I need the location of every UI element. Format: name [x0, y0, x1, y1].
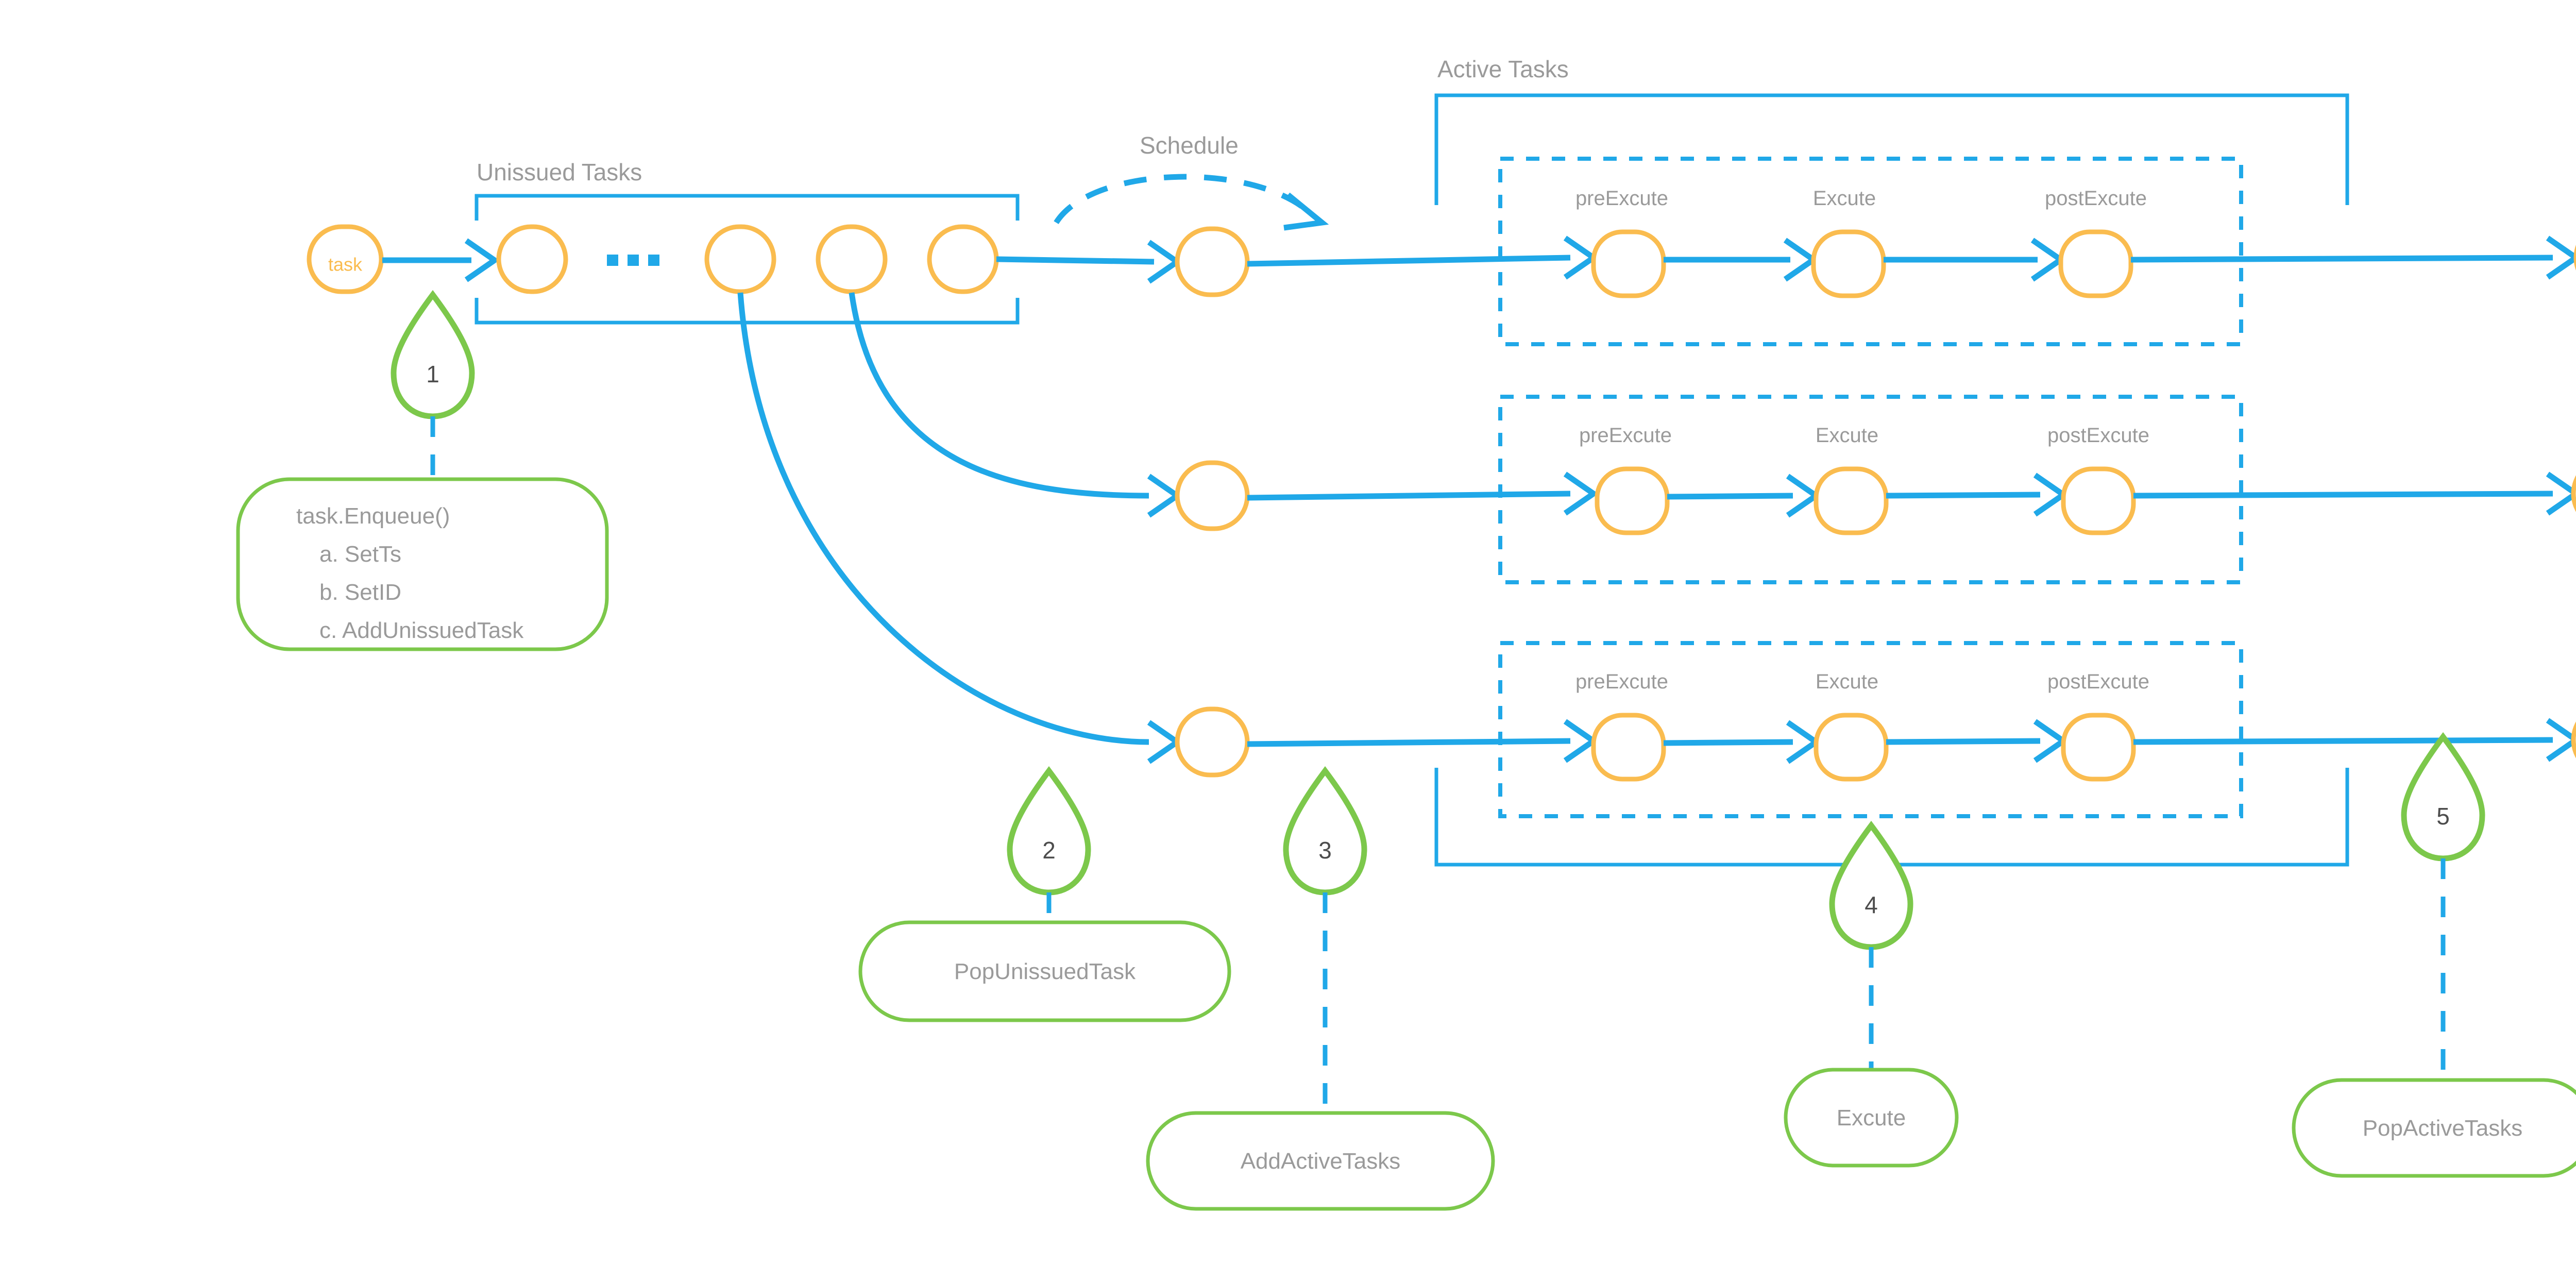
- row-2-pre-label: preExcute: [1579, 424, 1672, 447]
- row-2-exec-label: Excute: [1816, 424, 1878, 447]
- marker-2: 2: [1007, 766, 1091, 947]
- marker-1: 1: [391, 290, 475, 479]
- marker-4-number: 4: [1865, 891, 1878, 918]
- schedule-arc: [1054, 174, 1329, 231]
- row-3-exec-node: [1814, 713, 1889, 782]
- row-1-pre-label: preExcute: [1575, 187, 1668, 210]
- row-2-stage-box: [1498, 395, 2243, 584]
- row-3-done-node: [2571, 721, 2576, 758]
- row-2-flow: [849, 292, 1599, 531]
- row-2-pre-node: [1595, 466, 1670, 535]
- row-3-post-node: [2061, 713, 2136, 782]
- unissued-node-3: [816, 224, 888, 294]
- row-1-stages: preExcute Excute postExcute: [1575, 187, 2576, 298]
- unissued-ellipsis: [607, 255, 659, 266]
- source-task-node: task: [307, 224, 384, 294]
- callout-enqueue: task.Enqueue() a. SetTs b. SetID c. AddU…: [236, 477, 609, 651]
- source-task-label: task: [328, 254, 363, 275]
- callout-enqueue-step-c: c. AddUnissuedTask: [319, 618, 524, 643]
- row-3-stage-box: [1498, 641, 2243, 818]
- active-tasks-label: Active Tasks: [1437, 56, 1569, 82]
- row-1-exec-label: Excute: [1813, 187, 1876, 210]
- row-1-exec-node: [1811, 229, 1886, 298]
- schedule-label: Schedule: [1140, 132, 1239, 159]
- callout-add-active-title: AddActiveTasks: [1241, 1149, 1401, 1174]
- marker-3-number: 3: [1318, 837, 1332, 864]
- marker-3: 3: [1283, 766, 1367, 1113]
- row-2-post-label: postExcute: [2047, 424, 2149, 447]
- callout-enqueue-title: task.Enqueue(): [296, 503, 450, 529]
- marker-4: 4: [1829, 820, 1913, 1070]
- callout-pop-unissued: PopUnissuedTask: [858, 920, 1231, 1022]
- unissued-task-nodes: [496, 224, 999, 294]
- row-2-done-node: [2571, 475, 2576, 512]
- marker-1-number: 1: [426, 361, 439, 387]
- row-1-stage-box: [1498, 157, 2243, 346]
- callout-pop-active: PopActiveTasks: [2292, 1078, 2576, 1178]
- unissued-node-1: [496, 224, 568, 294]
- unissued-tasks-label: Unissued Tasks: [477, 159, 642, 185]
- marker-2-number: 2: [1042, 837, 1056, 864]
- row-2-queue-node: [1175, 460, 1250, 531]
- row-2-exec-node: [1814, 466, 1889, 535]
- row-1-pre-node: [1591, 229, 1666, 298]
- marker-5-number: 5: [2436, 803, 2450, 830]
- callout-enqueue-step-b: b. SetID: [319, 580, 401, 605]
- row-3-flow: [737, 292, 1599, 778]
- callout-pop-active-title: PopActiveTasks: [2363, 1116, 2523, 1141]
- row-1-flow: [996, 226, 1599, 297]
- unissued-node-4: [927, 224, 999, 294]
- unissued-tasks-bracket: [474, 194, 1020, 325]
- row-1-queue-node: [1175, 226, 1250, 297]
- row-1-post-node: [2058, 229, 2133, 298]
- row-2-stages: preExcute Excute postExcute: [1579, 424, 2576, 535]
- row-3-pre-node: [1591, 713, 1666, 782]
- row-1-post-label: postExcute: [2045, 187, 2147, 210]
- row-3-pre-label: preExcute: [1575, 670, 1668, 693]
- callout-add-active: AddActiveTasks: [1146, 1111, 1495, 1211]
- row-3-queue-node: [1175, 706, 1250, 778]
- row-3-stages: preExcute Excute postExcute: [1575, 670, 2576, 782]
- marker-5: 5: [2401, 732, 2485, 1080]
- row-2-post-node: [2061, 466, 2136, 535]
- callout-pop-unissued-title: PopUnissuedTask: [954, 959, 1136, 984]
- flow-task-to-queue: [382, 238, 500, 282]
- row-3-exec-label: Excute: [1816, 670, 1878, 693]
- row-3-post-label: postExcute: [2047, 670, 2149, 693]
- callout-excute: Excute: [1784, 1068, 1959, 1168]
- unissued-node-2: [704, 224, 776, 294]
- callout-enqueue-step-a: a. SetTs: [319, 542, 401, 567]
- callout-excute-title: Excute: [1837, 1105, 1906, 1131]
